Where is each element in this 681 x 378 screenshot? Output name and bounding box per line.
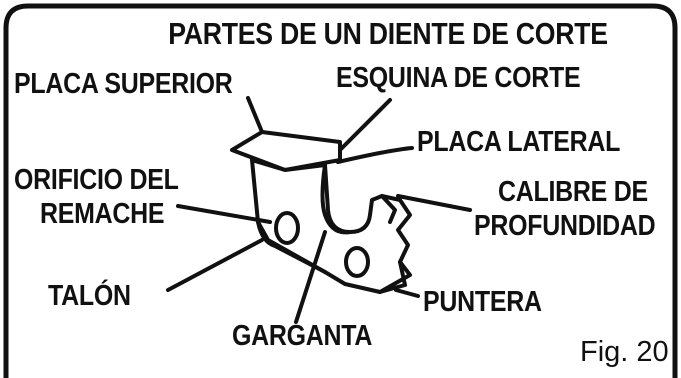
leader-esquina-de-corte	[338, 98, 392, 152]
gullet-shape	[320, 163, 352, 235]
heel-shape	[256, 220, 327, 274]
label-orificio-line1: ORIFICIO DEL	[14, 164, 179, 196]
label-orificio-line2: REMACHE	[40, 198, 165, 230]
leader-calibre	[396, 194, 472, 212]
leader-talon	[166, 238, 264, 292]
toe-edge	[378, 260, 407, 294]
leader-placa-superior	[246, 96, 264, 134]
rivet-hole-left	[274, 211, 300, 245]
leader-puntera	[394, 288, 420, 298]
depth-gauge-notch	[380, 194, 397, 224]
label-esquina-de-corte: ESQUINA DE CORTE	[336, 62, 581, 94]
label-puntera: PUNTERA	[423, 286, 542, 318]
leader-garganta	[294, 230, 327, 324]
figure-number: Fig. 20	[580, 336, 669, 368]
leader-placa-lateral	[336, 146, 414, 164]
label-placa-lateral: PLACA LATERAL	[417, 126, 621, 158]
diagram-title: PARTES DE UN DIENTE DE CORTE	[168, 16, 608, 51]
label-calibre-line1: CALIBRE DE	[498, 176, 648, 208]
label-garganta: GARGANTA	[232, 320, 373, 352]
label-talon: TALÓN	[48, 280, 131, 312]
label-calibre-line2: PROFUNDIDAD	[474, 210, 656, 242]
label-placa-superior: PLACA SUPERIOR	[14, 68, 233, 100]
rivet-hole-right	[344, 246, 370, 278]
leader-orificio	[176, 204, 272, 224]
